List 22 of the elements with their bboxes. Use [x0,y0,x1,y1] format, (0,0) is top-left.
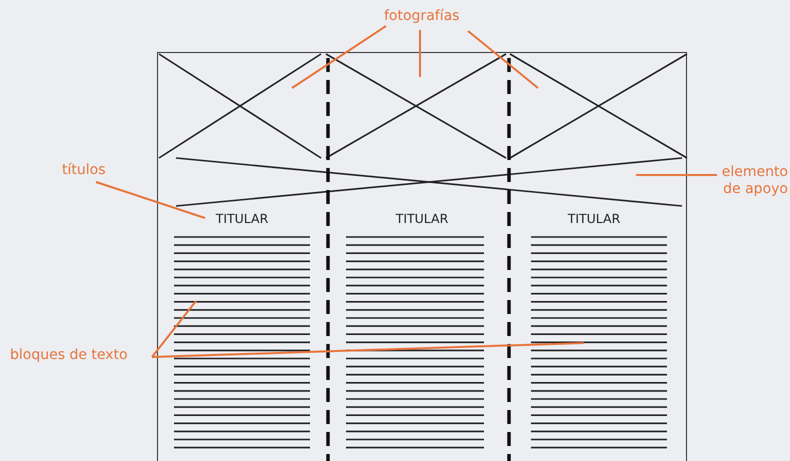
crossed-placeholder [176,158,682,206]
column-heading: TITULAR [214,211,270,226]
callout-label: títulos [62,162,106,179]
callout-label: bloques de texto [10,347,129,364]
text-lines-placeholder [531,236,667,451]
leader-line [467,30,539,89]
leader-line [636,174,717,176]
crossed-placeholder [326,54,506,158]
text-lines-placeholder [174,236,310,451]
text-lines-placeholder [346,236,484,451]
column-heading: TITULAR [394,211,450,226]
callout-label: elemento de apoyo [720,164,788,198]
column-heading: TITULAR [566,211,622,226]
callout-label: fotografías [384,8,460,25]
crossed-placeholder [159,54,321,158]
page-outline [157,52,687,461]
leader-line [151,300,197,358]
crossed-placeholder [510,54,687,158]
leader-line [291,25,387,89]
leader-line [419,30,421,77]
leader-line [96,181,206,219]
leader-line [152,342,584,358]
